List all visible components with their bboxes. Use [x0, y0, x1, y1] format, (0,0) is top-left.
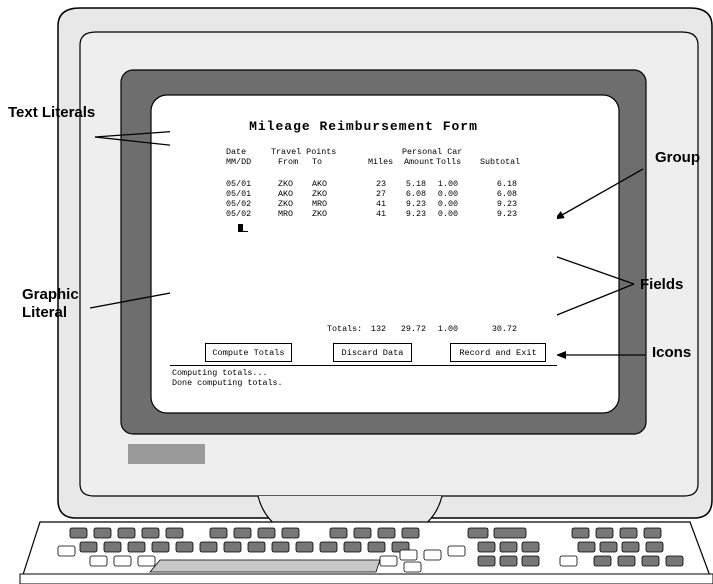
callout-graphic: Graphic	[22, 286, 79, 303]
table-cell-to: AKO	[312, 179, 328, 189]
table-cell-tolls: 0.00	[437, 199, 458, 209]
header-to: To	[312, 157, 323, 167]
table-cell-tolls: 1.00	[437, 179, 458, 189]
table-cell-miles: 23	[375, 179, 386, 189]
table-cell-from: AKO	[278, 189, 294, 199]
header-amount: Amount	[404, 157, 435, 167]
table-cell-tolls: 0.00	[437, 189, 458, 199]
table-cell-from: MRO	[278, 209, 294, 219]
header-miles: Miles	[368, 157, 394, 167]
header-tolls: Tolls	[436, 157, 462, 167]
table-cell-amount: 6.08	[405, 189, 426, 199]
text-cursor-underline	[243, 231, 248, 232]
table-cell-date: 05/02	[226, 209, 252, 219]
record-and-exit-button[interactable]: Record and Exit	[450, 343, 546, 362]
text-cursor	[238, 224, 243, 232]
table-cell-to: ZKO	[312, 189, 328, 199]
table-cell-from: ZKO	[278, 179, 294, 189]
table-cell-to: MRO	[312, 199, 328, 209]
totals-miles: 132	[370, 324, 386, 334]
table-cell-miles: 41	[375, 199, 386, 209]
totals-amount: 29.72	[400, 324, 426, 334]
table-cell-amount: 9.23	[405, 209, 426, 219]
table-cell-to: ZKO	[312, 209, 328, 219]
totals-label: Totals:	[327, 324, 363, 334]
discard-data-button[interactable]: Discard Data	[333, 343, 412, 362]
status-line-2: Done computing totals.	[172, 378, 283, 388]
totals-subtotal: 30.72	[491, 324, 517, 334]
callout-group: Group	[655, 149, 700, 166]
header-date: Date	[226, 147, 247, 157]
table-cell-subtotal: 6.18	[496, 179, 517, 189]
form-title: Mileage Reimbursement Form	[249, 119, 478, 134]
space-bar	[149, 559, 381, 573]
table-cell-subtotal: 9.23	[496, 199, 517, 209]
form-screen: Mileage Reimbursement Form Date Travel P…	[170, 117, 557, 395]
header-subtotal: Subtotal	[480, 157, 521, 167]
status-divider	[170, 365, 557, 366]
callout-text-literals: Text Literals	[8, 104, 96, 121]
table-cell-miles: 27	[375, 189, 386, 199]
table-cell-amount: 5.18	[405, 179, 426, 189]
header-mmdd: MM/DD	[226, 157, 252, 167]
table-cell-tolls: 0.00	[437, 209, 458, 219]
callout-fields: Fields	[640, 276, 684, 293]
table-cell-from: ZKO	[278, 199, 294, 209]
table-cell-amount: 9.23	[405, 199, 426, 209]
status-line-1: Computing totals...	[172, 368, 268, 378]
keyboard-light-keys	[57, 545, 578, 573]
callout-literal: Literal	[22, 304, 68, 321]
table-cell-subtotal: 6.08	[496, 189, 517, 199]
header-personal-car: Personal Car	[402, 147, 463, 157]
table-cell-subtotal: 9.23	[496, 209, 517, 219]
keyboard-edge	[19, 573, 713, 584]
callout-icons: Icons	[652, 344, 692, 361]
table-cell-date: 05/01	[226, 189, 252, 199]
keyboard-keys	[69, 527, 684, 567]
table-cell-date: 05/02	[226, 199, 252, 209]
totals-tolls: 1.00	[437, 324, 458, 334]
table-cell-date: 05/01	[226, 179, 252, 189]
header-travel-points: Travel Points	[271, 147, 337, 157]
power-badge	[128, 444, 205, 464]
compute-totals-button[interactable]: Compute Totals	[205, 343, 292, 362]
header-from: From	[278, 157, 299, 167]
table-cell-miles: 41	[375, 209, 386, 219]
